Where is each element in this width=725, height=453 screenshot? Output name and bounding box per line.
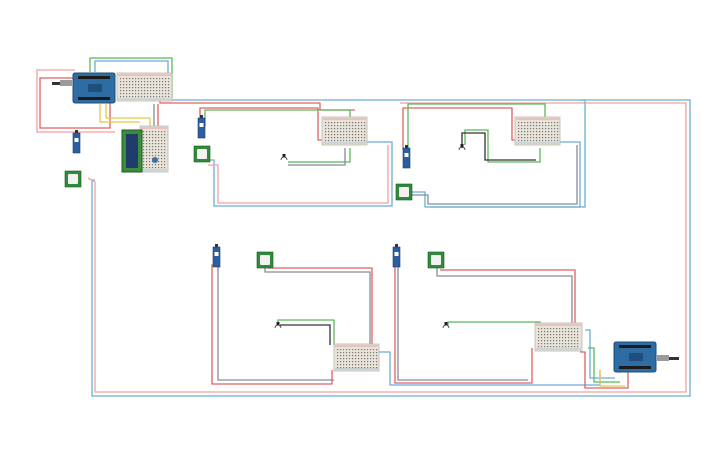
breadboard[interactable] xyxy=(139,125,169,173)
wire-r2-dark-bulb xyxy=(461,132,536,161)
wire-r2-green xyxy=(407,103,546,150)
wire-main-yellow-2 xyxy=(105,104,151,128)
arduino-uno-main[interactable] xyxy=(52,72,116,104)
wire-r4-red-2 xyxy=(580,351,629,389)
wire-r1-gray-bulb xyxy=(288,148,346,166)
pir-motion-sensor[interactable] xyxy=(193,145,211,163)
wire-r3-green-bulb xyxy=(277,319,335,345)
wire-r3-green-pir xyxy=(264,265,371,345)
bulbs xyxy=(274,144,466,329)
arduino-uno-secondary[interactable] xyxy=(613,341,679,373)
wires xyxy=(36,57,691,397)
servo-motor[interactable] xyxy=(392,244,401,268)
wire-r4-blue xyxy=(585,329,615,379)
wire-r2-blue-loop xyxy=(410,141,581,208)
wire-r3-gray xyxy=(217,265,334,381)
wire-r3-dark-bulb xyxy=(280,324,331,345)
servo-motor[interactable] xyxy=(72,130,81,154)
breadboard[interactable] xyxy=(534,322,583,352)
wire-r3-red-pir xyxy=(268,267,373,345)
wire-top-blue xyxy=(169,97,586,208)
wire-r4-gray xyxy=(397,265,528,381)
wire-main-yellow xyxy=(99,104,140,123)
wire-r1-red-loop xyxy=(208,145,389,204)
light-bulb-icon[interactable] xyxy=(274,322,282,329)
lcd-16x2[interactable] xyxy=(121,129,158,173)
wire-r1-red xyxy=(199,107,325,141)
wire-outer-red xyxy=(87,102,687,393)
servo-motor[interactable] xyxy=(402,145,411,169)
breadboard[interactable] xyxy=(116,72,173,102)
wire-r4-red-pir xyxy=(440,269,576,324)
wire-r4-red xyxy=(394,265,533,384)
breadboard[interactable] xyxy=(514,116,561,146)
servo-motor[interactable] xyxy=(212,244,221,268)
pir-motion-sensor[interactable] xyxy=(427,251,445,269)
breadboard[interactable] xyxy=(333,343,380,372)
pir-motion-sensor[interactable] xyxy=(256,251,274,269)
light-bulb-icon[interactable] xyxy=(458,144,466,151)
breadboard[interactable] xyxy=(321,116,368,146)
breadboards xyxy=(116,72,583,372)
wire-r1-green-bulb xyxy=(288,148,351,163)
wire-main-red-loop xyxy=(39,77,111,129)
pir-sensors xyxy=(64,145,445,269)
potentiometer-icon[interactable] xyxy=(152,157,158,163)
wire-r4-green xyxy=(588,347,620,383)
wire-r4-yellow xyxy=(599,370,625,387)
wire-outer-blue xyxy=(91,99,691,397)
servo-motor[interactable] xyxy=(197,115,206,139)
light-bulb-icon[interactable] xyxy=(442,322,450,329)
wire-r4-gray-pir xyxy=(436,265,573,324)
wire-r1-blue-loop xyxy=(210,141,393,207)
light-bulb-icon[interactable] xyxy=(280,154,288,161)
servos xyxy=(72,115,411,268)
pir-motion-sensor[interactable] xyxy=(395,183,413,201)
wire-r4-green-bulb xyxy=(447,321,541,325)
wire-r2-gray-loop xyxy=(410,145,578,205)
pir-motion-sensor[interactable] xyxy=(64,170,82,188)
